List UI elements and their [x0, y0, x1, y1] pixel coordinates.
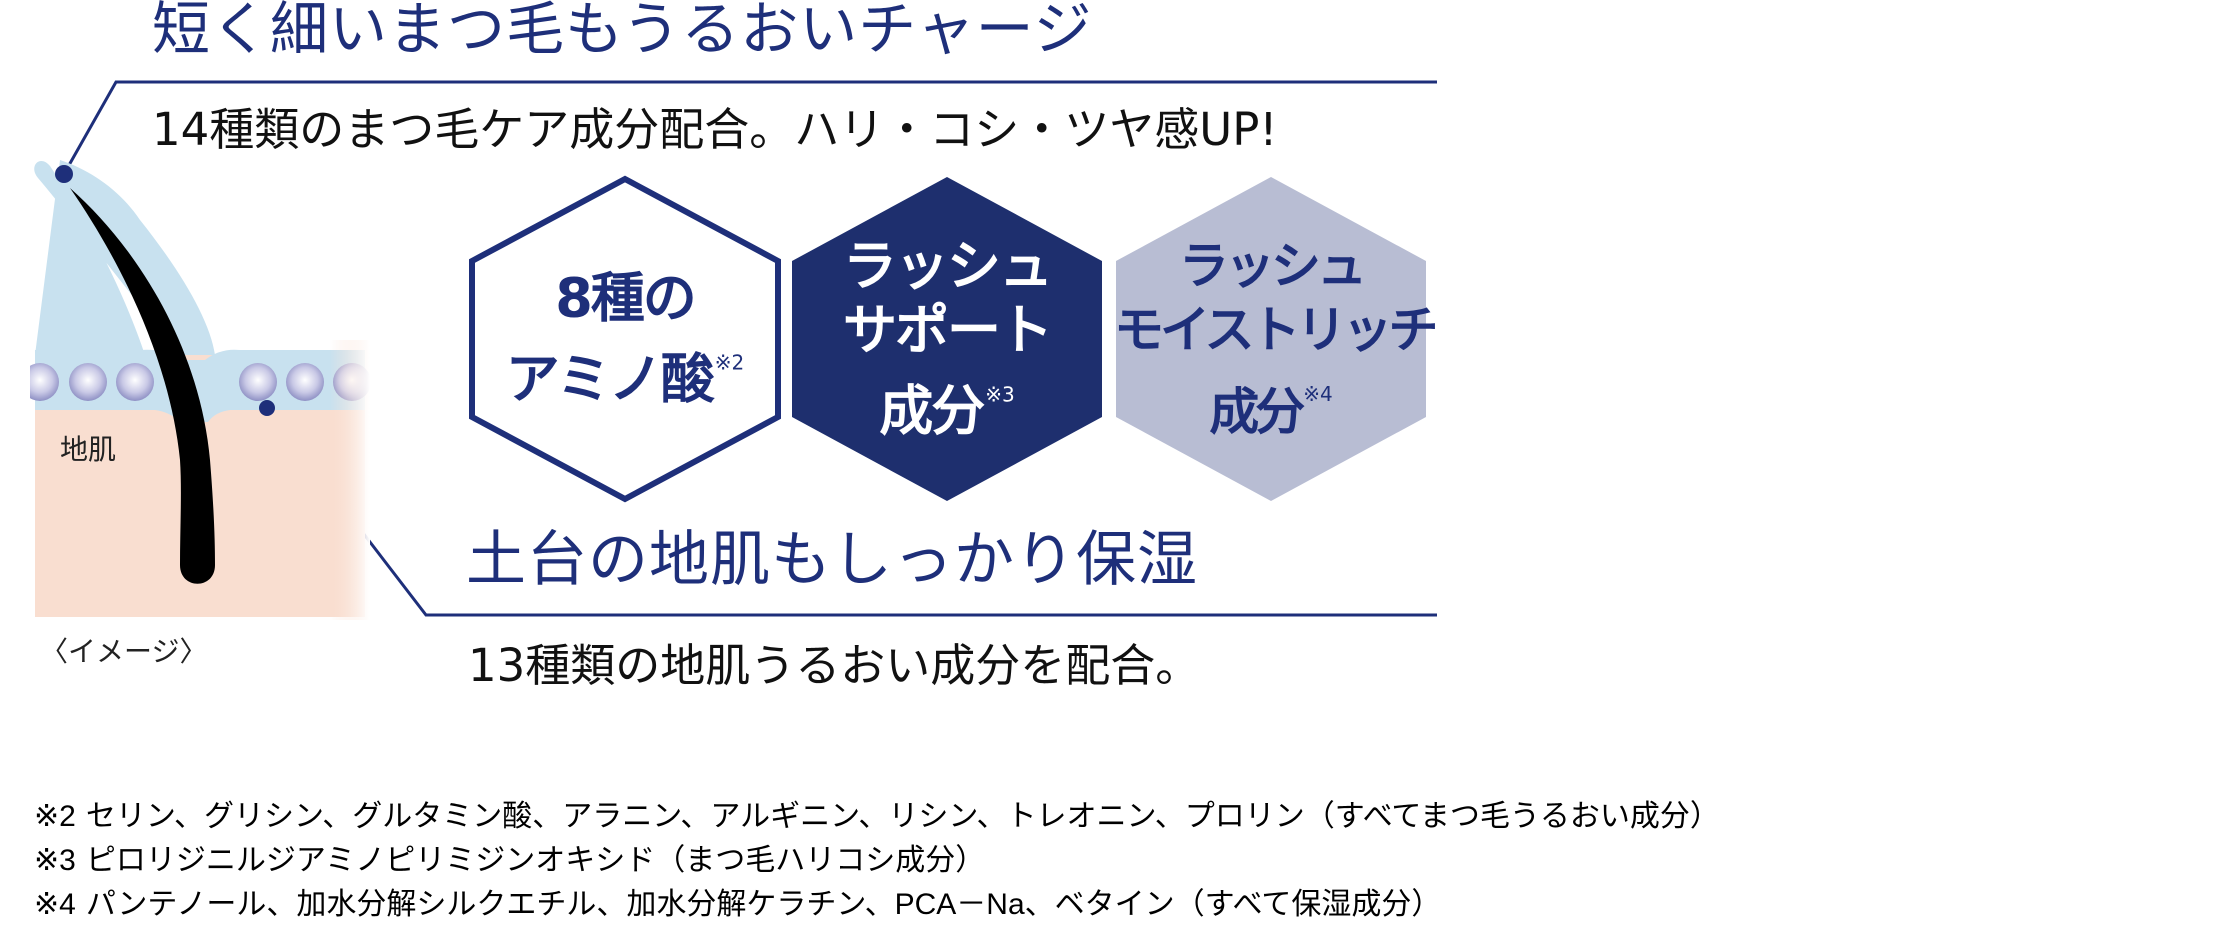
scalp-heading: 土台の地肌もしっかり保湿 — [466, 525, 1198, 595]
footnote-ref: ※2 — [714, 350, 745, 375]
badge-lash-support: ラッシュ サポート 成分※3 — [790, 175, 1104, 503]
badge-line: 成分 — [879, 379, 985, 443]
hexagon-outline-icon — [469, 175, 781, 503]
footnote-text: セリン、グリシン、グルタミン酸、アラニン、アルギニン、リシン、トレオニン、プロリ… — [85, 800, 1720, 833]
footnote-2: ※2 セリン、グリシン、グルタミン酸、アラニン、アルギニン、リシン、トレオニン、プ… — [34, 795, 1720, 839]
eyelash-skin-illustration — [21, 160, 371, 630]
skin-label: 地肌 — [60, 433, 117, 466]
badge-line: ラッシュ — [843, 234, 1053, 298]
footnote-mark: ※2 — [34, 800, 76, 833]
eyelash-heading: 短く細いまつ毛もうるおいチャージ — [152, 0, 1093, 63]
footnote-3: ※3 ピロリジニルジアミノピリミジンオキシド（まつ毛ハリコシ成分） — [34, 839, 1720, 883]
badge-line: サポート — [843, 298, 1053, 362]
badge-line: モイストリッチ — [1114, 301, 1439, 359]
badge-line: アミノ酸 — [505, 347, 715, 411]
badge-line: 成分 — [1209, 383, 1305, 441]
badge-line: ラッシュ — [1179, 237, 1367, 295]
footnote-mark: ※3 — [34, 844, 76, 877]
hexagon-filled-icon — [792, 177, 1102, 501]
badge-lash-moist-rich: ラッシュ モイストリッチ 成分※4 — [1114, 175, 1439, 503]
image-caption: 〈イメージ〉 — [40, 635, 208, 668]
badge-amino-acids: 8種の アミノ酸※2 — [468, 175, 782, 503]
footnote-mark: ※4 — [34, 888, 76, 921]
footnotes: ※2 セリン、グリシン、グルタミン酸、アラニン、アルギニン、リシン、トレオニン、プ… — [34, 795, 1720, 927]
scalp-subtext: 13種類の地肌うるおい成分を配合。 — [468, 639, 1201, 692]
footnote-ref: ※4 — [1303, 382, 1333, 406]
footnote-ref: ※3 — [985, 382, 1015, 407]
eyelash-subtext: 14種類のまつ毛ケア成分配合。ハリ・コシ・ツヤ感UP! — [152, 103, 1278, 156]
footnote-text: ピロリジニルジアミノピリミジンオキシド（まつ毛ハリコシ成分） — [85, 844, 986, 877]
hexagon-filled-icon — [1116, 177, 1426, 501]
badge-line: 8種の — [555, 266, 697, 330]
footnote-text: パンテノール、加水分解シルクエチル、加水分解ケラチン、PCA－Na、ベタイン（す… — [85, 888, 1442, 921]
footnote-4: ※4 パンテノール、加水分解シルクエチル、加水分解ケラチン、PCA－Na、ベタイン… — [34, 883, 1720, 927]
